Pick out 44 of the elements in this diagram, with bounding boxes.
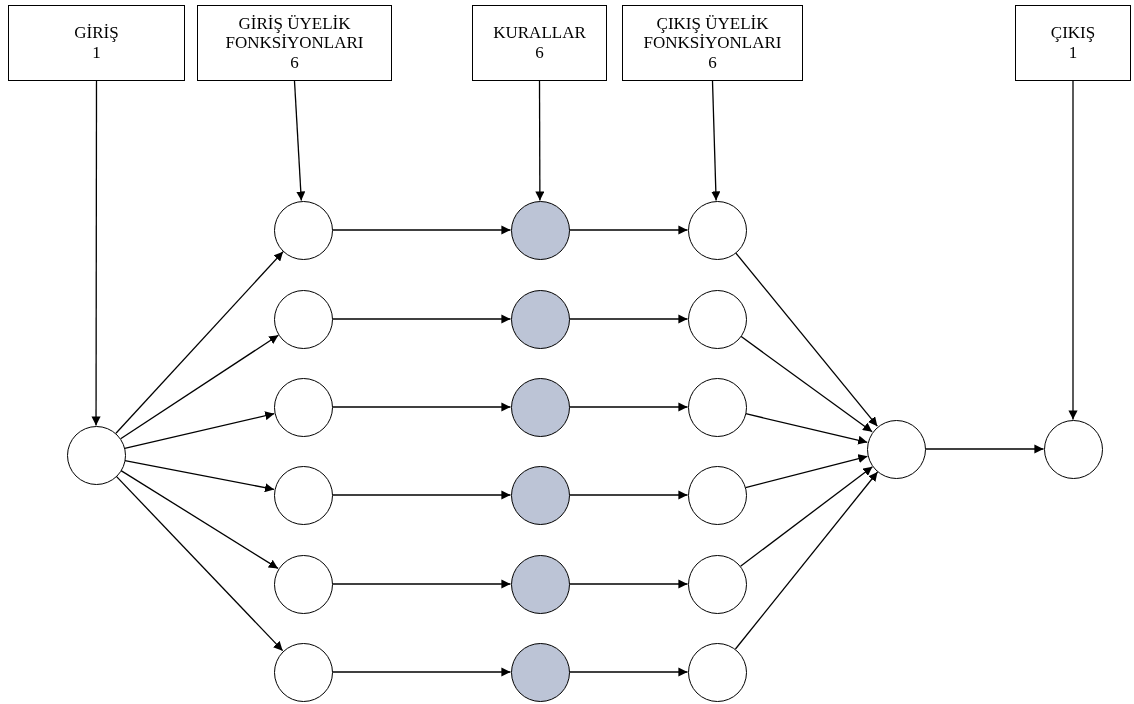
arrow [331, 314, 512, 324]
box-text: 1 [1068, 43, 1078, 63]
arrow [711, 80, 721, 202]
arrow [1068, 80, 1078, 421]
box-text: 6 [708, 52, 717, 73]
arrow [91, 80, 101, 427]
label-box [8, 5, 185, 81]
arrow [740, 335, 873, 433]
arrow [293, 80, 306, 202]
label-box [197, 5, 392, 81]
arrow [115, 475, 284, 652]
arrow [568, 314, 689, 324]
arrow [331, 490, 512, 500]
arrow [568, 667, 689, 677]
arrow [568, 225, 689, 235]
box-text: GİRİŞ ÜYELİK FONKSİYONLARI [224, 13, 365, 53]
arrow [120, 334, 279, 440]
label-box [472, 5, 607, 81]
label-box [622, 5, 803, 81]
box-text: KURALLAR [493, 23, 586, 43]
box-text: 6 [535, 43, 544, 63]
arrow [331, 579, 512, 589]
arrow [735, 252, 878, 427]
arrow [568, 402, 689, 412]
arrow [924, 444, 1045, 454]
box-text: 6 [290, 52, 299, 73]
box-text: ÇIKIŞ ÜYELİK FONKSİYONLARI [642, 13, 783, 53]
arrow [124, 411, 275, 449]
box-text: ÇIKIŞ [1050, 23, 1096, 43]
arrow [331, 225, 512, 235]
box-text: GİRİŞ [74, 23, 119, 43]
arrow [120, 469, 279, 570]
label-box [1015, 5, 1131, 81]
arrow [739, 466, 874, 567]
box-text: 1 [92, 43, 101, 63]
arrow [331, 402, 512, 412]
arrow [734, 471, 879, 650]
arrow [331, 667, 512, 677]
arrow [124, 459, 275, 493]
arrow [535, 80, 545, 202]
arrow [568, 579, 689, 589]
arrow [568, 490, 689, 500]
arrow [115, 251, 284, 434]
arrow [745, 413, 868, 445]
